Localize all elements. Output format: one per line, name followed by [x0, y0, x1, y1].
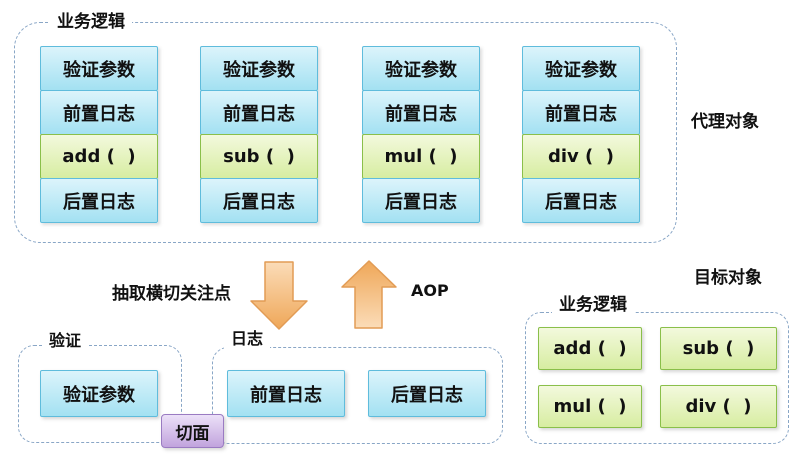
method-stack-add: 验证参数 前置日志 add ( ) 后置日志	[40, 46, 158, 223]
target-container-label: 业务逻辑	[552, 294, 634, 316]
extract-crosscut-label: 抽取横切关注点	[112, 284, 231, 304]
stack-cell: 验证参数	[40, 46, 158, 91]
validation-aspect-label: 验证	[42, 330, 89, 352]
pre-log-box: 前置日志	[227, 370, 345, 417]
stack-cell-method: add ( )	[40, 134, 158, 179]
stack-cell: 前置日志	[362, 90, 480, 135]
target-div-box: div ( )	[660, 385, 777, 428]
proxy-container	[14, 22, 677, 243]
proxy-container-label: 业务逻辑	[50, 11, 132, 33]
stack-cell: 前置日志	[200, 90, 318, 135]
stack-cell-method: mul ( )	[362, 134, 480, 179]
target-side-label: 目标对象	[694, 268, 762, 288]
target-mul-box: mul ( )	[538, 385, 642, 428]
aop-label: AOP	[411, 281, 449, 300]
stack-cell-method: div ( )	[522, 134, 640, 179]
down-arrow-icon	[250, 261, 308, 330]
proxy-side-label: 代理对象	[691, 112, 759, 132]
stack-cell: 验证参数	[522, 46, 640, 91]
validation-aspect-container	[18, 345, 182, 443]
target-container	[525, 312, 789, 444]
stack-cell: 后置日志	[522, 178, 640, 223]
stack-cell: 前置日志	[522, 90, 640, 135]
stack-cell: 验证参数	[362, 46, 480, 91]
target-sub-box: sub ( )	[660, 327, 777, 370]
stack-cell: 前置日志	[40, 90, 158, 135]
method-stack-mul: 验证参数 前置日志 mul ( ) 后置日志	[362, 46, 480, 223]
aspect-badge: 切面	[161, 414, 224, 448]
stack-cell: 后置日志	[362, 178, 480, 223]
method-stack-sub: 验证参数 前置日志 sub ( ) 后置日志	[200, 46, 318, 223]
method-stack-div: 验证参数 前置日志 div ( ) 后置日志	[522, 46, 640, 223]
logging-aspect-container	[212, 347, 503, 444]
stack-cell: 验证参数	[200, 46, 318, 91]
target-add-box: add ( )	[538, 327, 642, 370]
stack-cell: 后置日志	[200, 178, 318, 223]
validate-params-box: 验证参数	[40, 370, 158, 417]
post-log-box: 后置日志	[368, 370, 486, 417]
up-arrow-icon	[341, 260, 397, 329]
logging-aspect-label: 日志	[224, 328, 271, 350]
stack-cell: 后置日志	[40, 178, 158, 223]
stack-cell-method: sub ( )	[200, 134, 318, 179]
